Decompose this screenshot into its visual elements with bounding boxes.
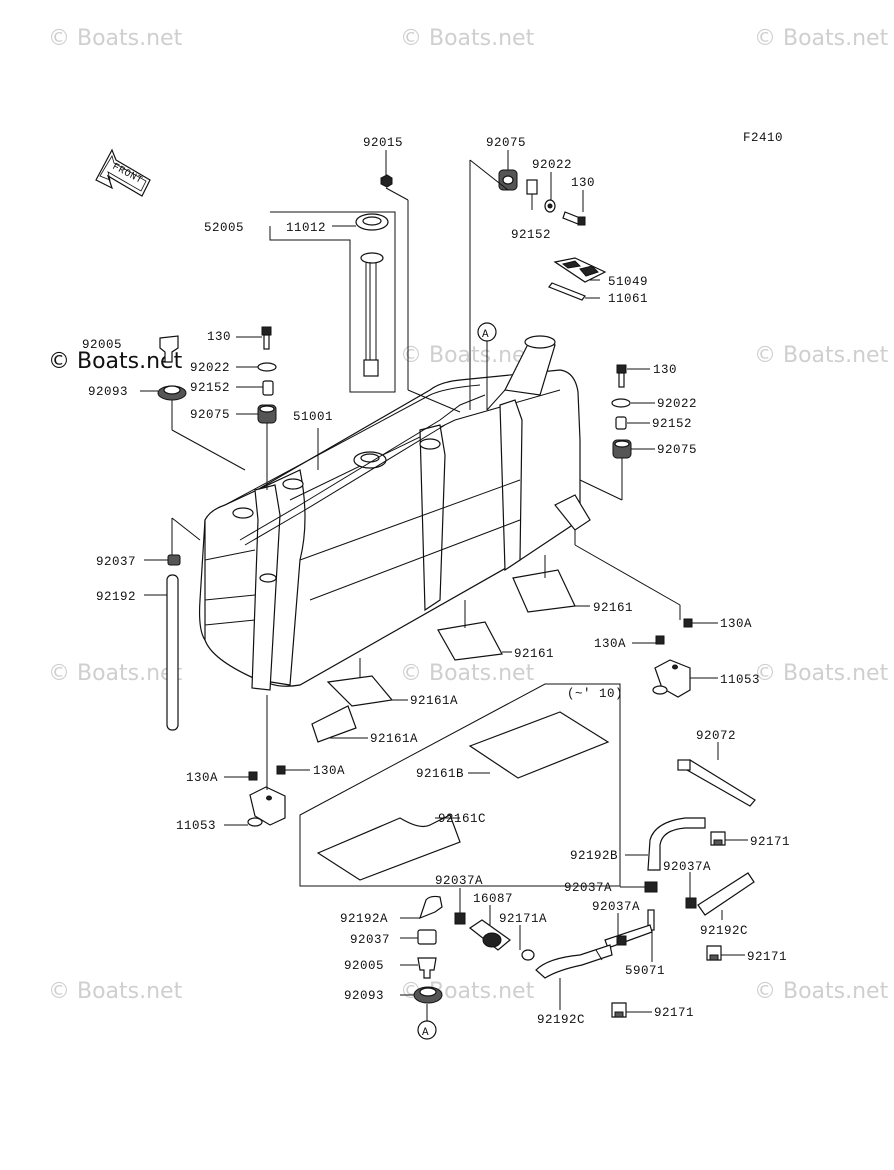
label-130: 130 [571,176,595,190]
range-box: (~' 10) [299,683,623,887]
label-92171: 92171 [747,950,787,964]
watermark: © Boats.net [48,26,183,51]
watermark: © Boats.net [754,343,889,368]
svg-text:A: A [482,329,489,341]
label-16087: 16087 [473,892,513,906]
label-92171A: 92171A [499,912,547,926]
label-130A: 130A [313,764,345,778]
watermark: © Boats.net [400,26,535,51]
label-92192C: 92192C [537,1013,585,1027]
label-11053: 11053 [720,673,760,687]
watermark: © Boats.net [754,661,889,686]
bracket-right [652,618,693,698]
label-92152: 92152 [190,381,230,395]
label-92192B: 92192B [570,849,618,863]
label-11053: 11053 [176,819,216,833]
left-parts-stack [157,326,277,424]
label-92075: 92075 [190,408,230,422]
label-52005: 52005 [204,221,244,235]
watermark: © Boats.net [48,979,183,1004]
watermark: © Boats.net [754,979,889,1004]
label-92037A: 92037A [435,874,483,888]
right-parts-stack [611,364,632,459]
clips [611,831,726,1018]
label-92005: 92005 [82,338,122,352]
fuel-sender-unit [355,213,389,377]
label-92005: 92005 [344,959,384,973]
label-92022: 92022 [532,158,572,172]
top-right-parts [380,169,607,301]
label-92037: 92037 [96,555,136,569]
left-hose [166,554,181,731]
bracket-left [247,765,286,827]
label-92037A: 92037A [592,900,640,914]
label-130: 130 [207,330,231,344]
front-arrow-icon: FRONT [95,148,151,197]
label-92171: 92171 [750,835,790,849]
label-92161A: 92161A [370,732,418,746]
circle-ref-top: A [477,322,506,411]
label-92152: 92152 [511,228,551,242]
label-92192A: 92192A [340,912,388,926]
label-92171: 92171 [654,1006,694,1020]
leader-lines [140,150,748,1013]
label-92037A: 92037A [564,881,612,895]
label-92093: 92093 [88,385,128,399]
label-51001: 51001 [293,410,333,424]
svg-text:A: A [422,1027,429,1039]
label-92072: 92072 [696,729,736,743]
pads [311,569,610,881]
label-92161B: 92161B [416,767,464,781]
label-92022: 92022 [190,361,230,375]
watermark: © Boats.net [48,661,183,686]
label-59071: 59071 [625,964,665,978]
label-92037A: 92037A [663,860,711,874]
watermark: © Boats.net [400,661,535,686]
label-92161C: 92161C [438,812,486,826]
part-labels: 92015 92075 92022 130 92152 52005 11012 … [82,136,790,1027]
label-11012: 11012 [286,221,326,235]
label-130A: 130A [594,637,626,651]
watermark: © Boats.net [754,26,889,51]
watermarks: © Boats.net © Boats.net © Boats.net © Bo… [48,26,889,1004]
label-51049: 51049 [608,275,648,289]
watermark: © Boats.net [48,349,183,374]
label-92192C: 92192C [700,924,748,938]
circle-ref-bottom: A [417,1004,437,1040]
fuel-valve-assembly [413,895,535,1004]
label-92015: 92015 [363,136,403,150]
label-130A: 130A [720,617,752,631]
label-92075: 92075 [657,443,697,457]
range-note: (~' 10) [567,687,623,701]
label-92161: 92161 [514,647,554,661]
label-92093: 92093 [344,989,384,1003]
label-92152: 92152 [652,417,692,431]
label-92192: 92192 [96,590,136,604]
label-92161: 92161 [593,601,633,615]
fuel-tank-body [198,335,591,691]
watermark: © Boats.net [400,343,535,368]
label-92022: 92022 [657,397,697,411]
label-130: 130 [653,363,677,377]
figure-code: F2410 [743,131,783,145]
label-92037: 92037 [350,933,390,947]
tie-band [677,759,756,807]
label-130A: 130A [186,771,218,785]
label-92161A: 92161A [410,694,458,708]
label-11061: 11061 [608,292,648,306]
label-92075: 92075 [486,136,526,150]
